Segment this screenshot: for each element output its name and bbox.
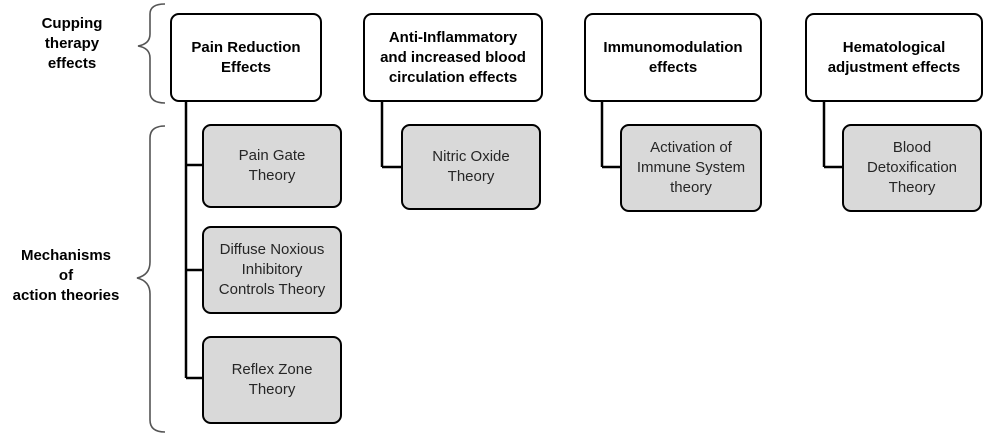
theories-brace (136, 125, 166, 433)
effect-box-anti-inflammatory: Anti-Inflammatory and increased blood ci… (363, 13, 543, 102)
connector-immunomodulation (600, 102, 620, 169)
mechanisms-label: Mechanisms of action theories (0, 246, 132, 306)
theory-label-nitric-oxide: Nitric Oxide Theory (432, 148, 510, 185)
theory-label-pain-gate: Pain Gate Theory (238, 147, 306, 184)
theory-label-immune-system: Activation of Immune System theory (636, 139, 746, 196)
cupping-therapy-effects-text: Cupping therapy effects (41, 15, 103, 72)
theory-box-immune-system: Activation of Immune System theory (620, 124, 762, 212)
effect-label-anti-inflammatory: Anti-Inflammatory and increased blood ci… (380, 28, 526, 86)
effect-box-immunomodulation: Immunomodulation effects (584, 13, 762, 102)
connector-hematological (822, 102, 842, 169)
effect-box-pain-reduction: Pain Reduction Effects (170, 13, 322, 102)
theory-box-pain-gate: Pain Gate Theory (202, 124, 342, 208)
cupping-therapy-effects-label: Cupping therapy effects (8, 14, 136, 74)
effect-label-immunomodulation: Immunomodulation effects (603, 38, 743, 76)
effects-brace (137, 3, 166, 104)
theory-box-diffuse-noxious: Diffuse Noxious Inhibitory Controls Theo… (202, 226, 342, 314)
mechanisms-text: Mechanisms of action theories (12, 247, 120, 304)
theory-box-blood-detox: Blood Detoxification Theory (842, 124, 982, 212)
theory-label-blood-detox: Blood Detoxification Theory (866, 139, 958, 196)
theory-label-diffuse-noxious: Diffuse Noxious Inhibitory Controls Theo… (218, 241, 326, 298)
theory-label-reflex-zone: Reflex Zone Theory (231, 361, 313, 398)
connector-pain-reduction (184, 100, 202, 380)
theory-box-reflex-zone: Reflex Zone Theory (202, 336, 342, 424)
effect-box-hematological: Hematological adjustment effects (805, 13, 983, 102)
theory-box-nitric-oxide: Nitric Oxide Theory (401, 124, 541, 210)
effect-label-pain-reduction: Pain Reduction Effects (191, 38, 301, 76)
connector-anti-inflammatory (380, 102, 401, 169)
effect-label-hematological: Hematological adjustment effects (827, 38, 961, 76)
